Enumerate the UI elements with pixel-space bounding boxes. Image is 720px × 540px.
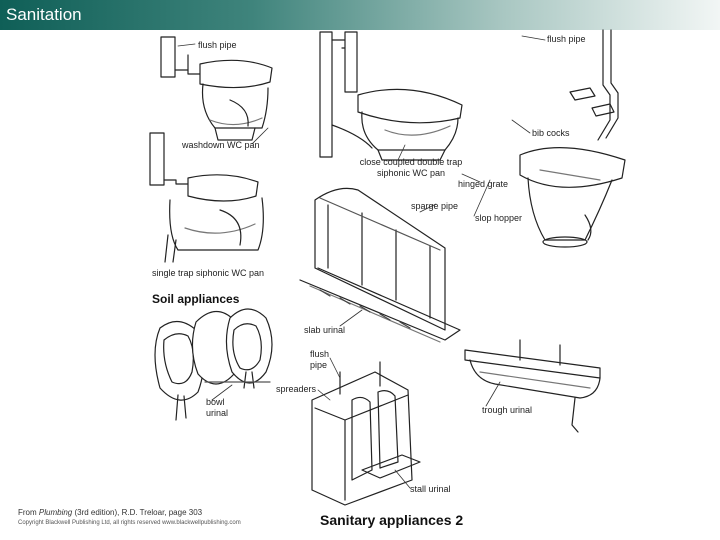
label-trough-urinal: trough urinal [482, 405, 533, 415]
footer-source-book: Plumbing [38, 508, 73, 517]
label-spreaders: spreaders [276, 384, 317, 394]
label-slop-hopper: slop hopper [475, 213, 523, 223]
label-hinged-grate: hinged grate [458, 179, 509, 189]
slop-hopper [519, 29, 626, 248]
label-bowl-urinal: bowl urinal [206, 397, 229, 418]
label-single-trap-wc-pan: single trap siphonic WC pan [152, 268, 265, 278]
section-title: Soil appliances [152, 292, 240, 306]
footer-source: From Plumbing (3rd edition), R.D. Treloa… [18, 508, 202, 517]
header-title: Sanitation [6, 5, 82, 24]
single-trap-wc-pan [149, 132, 264, 263]
trough-urinal [464, 339, 601, 433]
label-flush-pipe-right: flush pipe [547, 34, 586, 44]
footer-source-prefix: From [18, 508, 39, 517]
label-bib-cocks: bib cocks [532, 128, 570, 138]
footer-source-edition: (3rd edition), R.D. Treloar, page 303 [72, 508, 203, 517]
label-sparge-pipe: sparge pipe [411, 201, 459, 211]
label-slab-urinal: slab urinal [304, 325, 346, 335]
stall-urinal [311, 361, 421, 506]
bowl-urinals [154, 308, 273, 421]
washdown-wc-pan [160, 36, 273, 141]
slab-urinal [299, 187, 461, 343]
label-close-coupled-wc-pan: close coupled double trap siphonic WC pa… [359, 157, 463, 178]
close-coupled-wc-pan [319, 31, 463, 161]
slide-title: Sanitary appliances 2 [320, 512, 464, 528]
leader-lines [177, 35, 546, 489]
label-stall-urinal: stall urinal [410, 484, 451, 494]
label-washdown-wc-pan: washdown WC pan [182, 140, 260, 150]
label-flush-pipe-left: flush pipe [198, 40, 237, 50]
header-bar: Sanitation [0, 0, 720, 30]
label-flush-pipe-mid: flush pipe [310, 349, 330, 370]
footer-copyright: Copyright Blackwell Publishing Ltd, all … [18, 520, 241, 526]
